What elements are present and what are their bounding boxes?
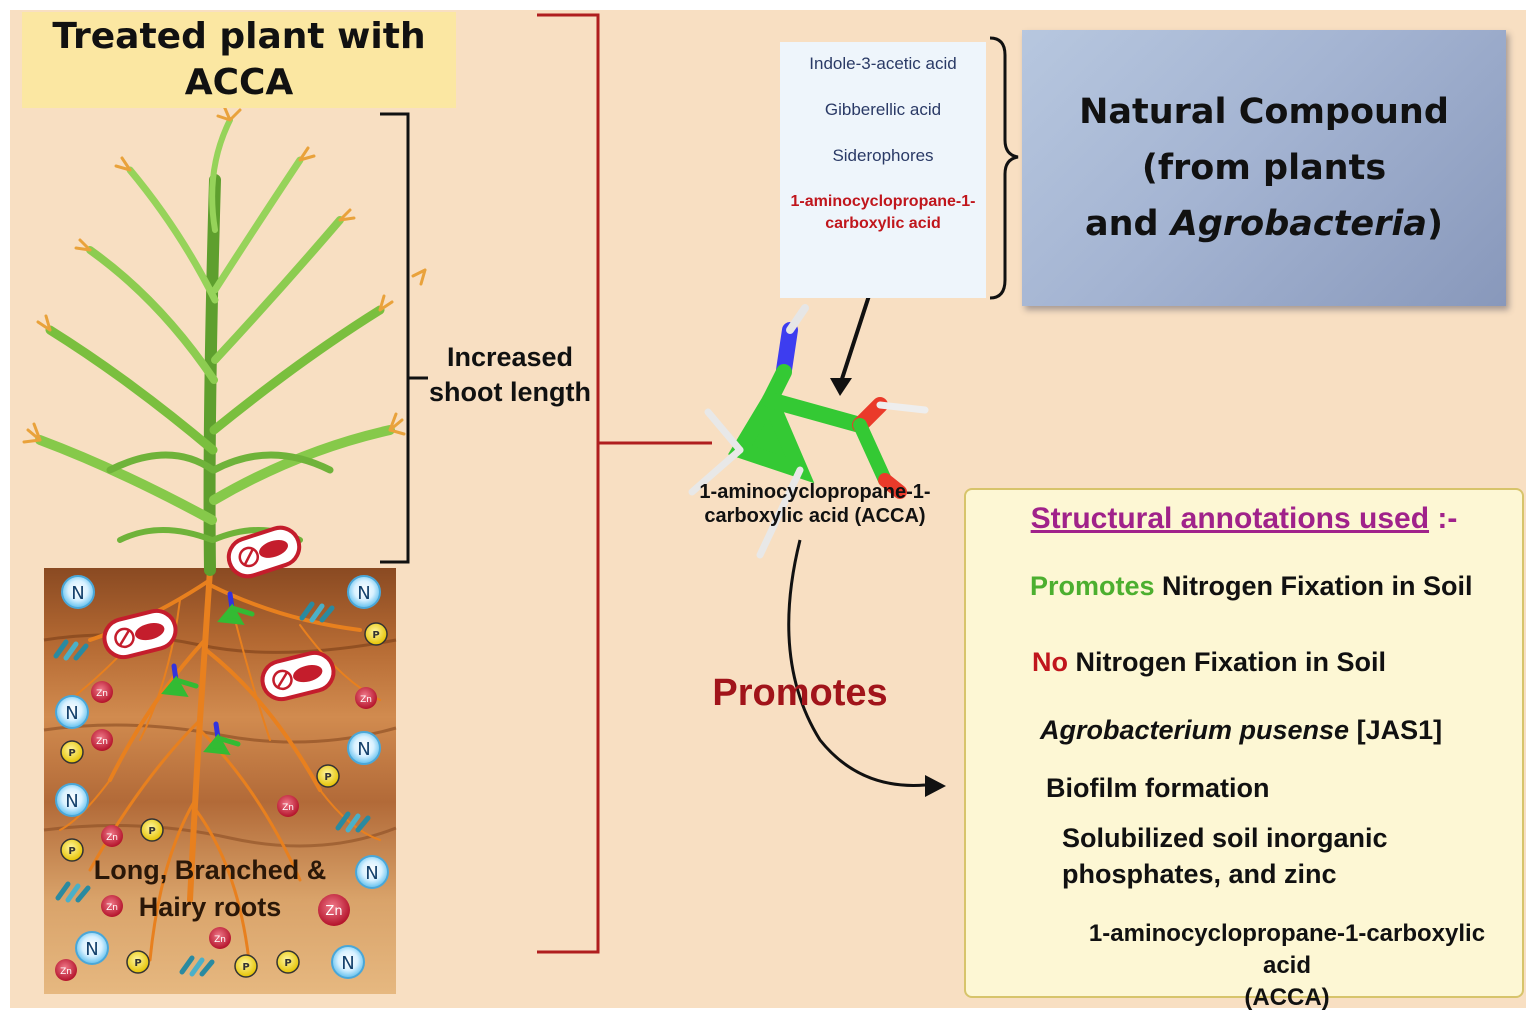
legend-title-text: Structural annotations used — [1030, 502, 1430, 535]
natural-compound-line-1: Natural Compound — [1079, 92, 1449, 132]
shoot-length-label: Increased shoot length — [420, 340, 600, 410]
legend-row3-rest: [JAS1] — [1349, 715, 1443, 745]
natural-compound-box: Natural Compound (from plants and Agroba… — [1022, 30, 1506, 306]
red-bracket — [537, 13, 712, 954]
svg-text:Zn: Zn — [325, 904, 342, 919]
svg-text:Zn: Zn — [96, 737, 108, 747]
shoot-bracket — [380, 112, 410, 564]
natural-compound-prefix: and — [1085, 204, 1171, 244]
legend-row-no-nitrogen: No Nitrogen Fixation in Soil — [1032, 644, 1386, 680]
title-line-2: ACCA — [184, 62, 294, 103]
title-box: Treated plant with ACCA — [22, 12, 456, 108]
legend-row5-line-2: phosphates, and zinc — [1062, 859, 1337, 889]
legend-title: Structural annotations used :- — [966, 502, 1522, 536]
natural-compound-line-2: (from plants — [1141, 148, 1387, 188]
compound-item: Siderophores — [832, 146, 934, 165]
legend-row1-rest: Nitrogen Fixation in Soil — [1154, 571, 1473, 601]
compound-highlight-line-1: 1-aminocyclopropane-1- — [790, 193, 976, 210]
promotes-arrow — [787, 539, 946, 797]
legend-row-agrobacterium: Agrobacterium pusense [JAS1] — [1040, 712, 1442, 748]
nitrogen-badges: N N N N N N N N — [55, 575, 389, 979]
roots-label: Long, Branched & Hairy roots — [60, 852, 360, 926]
acca-caption-line-1: 1-aminocyclopropane-1- — [699, 481, 931, 503]
natural-compound-line-3: and Agrobacteria) — [1085, 196, 1443, 252]
shoot-label-line-1: Increased — [446, 342, 574, 372]
legend-row6-line-1: 1-aminocyclopropane-1-carboxylic acid — [1088, 920, 1486, 979]
svg-text:P: P — [242, 962, 249, 973]
legend-row5-line-1: Solubilized soil inorganic — [1062, 823, 1388, 853]
svg-text:Zn: Zn — [60, 967, 72, 977]
svg-text:N: N — [65, 703, 78, 724]
soil-acca-molecules — [161, 591, 255, 756]
compound-brace — [989, 36, 1019, 300]
svg-text:N: N — [357, 583, 370, 604]
legend-row2-red: No — [1032, 647, 1068, 677]
compound-list: Indole-3-acetic acid Gibberellic acid Si… — [780, 42, 986, 298]
natural-compound-suffix: ) — [1427, 204, 1443, 244]
svg-text:Zn: Zn — [96, 689, 108, 699]
legend-row3-italic: Agrobacterium pusense — [1040, 715, 1350, 745]
shoot-label-line-2: shoot length — [429, 377, 591, 407]
svg-text:Zn: Zn — [360, 695, 372, 705]
svg-text:P: P — [284, 958, 291, 969]
compound-highlight-line-2: carboxylic acid — [825, 215, 941, 232]
svg-text:N: N — [85, 939, 98, 960]
roots-label-line-2: Hairy roots — [138, 892, 282, 922]
svg-text:N: N — [365, 863, 378, 884]
svg-text:N: N — [65, 791, 78, 812]
svg-text:Zn: Zn — [106, 833, 118, 843]
svg-text:P: P — [134, 958, 141, 969]
legend-row6-line-2: (ACCA) — [1244, 984, 1330, 1011]
svg-text:P: P — [148, 826, 155, 837]
legend-row-nitrogen: Promotes Nitrogen Fixation in Soil — [1030, 568, 1473, 604]
natural-compound-italic: Agrobacteria — [1170, 204, 1427, 244]
svg-text:P: P — [324, 772, 331, 783]
legend-panel: Structural annotations used :- Promotes … — [964, 488, 1524, 1011]
title-line-1: Treated plant with — [52, 16, 426, 57]
svg-text:Zn: Zn — [106, 903, 118, 913]
legend-title-suffix: :- — [1429, 502, 1458, 535]
promotes-label: Promotes — [712, 672, 888, 714]
legend-row-solubilized: Solubilized soil inorganic phosphates, a… — [1062, 820, 1388, 892]
svg-text:P: P — [372, 630, 379, 641]
biofilm-icons — [53, 601, 371, 977]
svg-text:N: N — [71, 583, 84, 604]
svg-text:P: P — [68, 748, 75, 759]
svg-text:Zn: Zn — [214, 935, 226, 945]
svg-text:P: P — [68, 846, 75, 857]
acca-caption-line-2: carboxylic acid (ACCA) — [704, 505, 926, 527]
phosphate-badges: P P P P P P P P — [60, 622, 388, 978]
root-system — [59, 567, 381, 972]
legend-row1-green: Promotes — [1030, 571, 1155, 601]
compound-item: Gibberellic acid — [824, 100, 942, 119]
acca-caption: 1-aminocyclopropane-1- carboxylic acid (… — [660, 480, 970, 528]
compound-item: Indole-3-acetic acid — [809, 54, 957, 73]
roots-label-line-1: Long, Branched & — [93, 855, 327, 885]
acca-molecule-icon — [688, 304, 929, 559]
zinc-badges: Zn Zn Zn Zn Zn Zn Zn Zn Zn — [55, 681, 377, 981]
agrobacterium-icons — [102, 525, 336, 702]
svg-text:N: N — [341, 953, 354, 974]
svg-text:Zn: Zn — [282, 803, 294, 813]
svg-text:N: N — [357, 739, 370, 760]
legend-row-biofilm: Biofilm formation — [1046, 773, 1270, 803]
legend-row2-rest: Nitrogen Fixation in Soil — [1068, 647, 1387, 677]
legend-row-acca: 1-aminocyclopropane-1-carboxylic acid (A… — [1062, 918, 1512, 1014]
